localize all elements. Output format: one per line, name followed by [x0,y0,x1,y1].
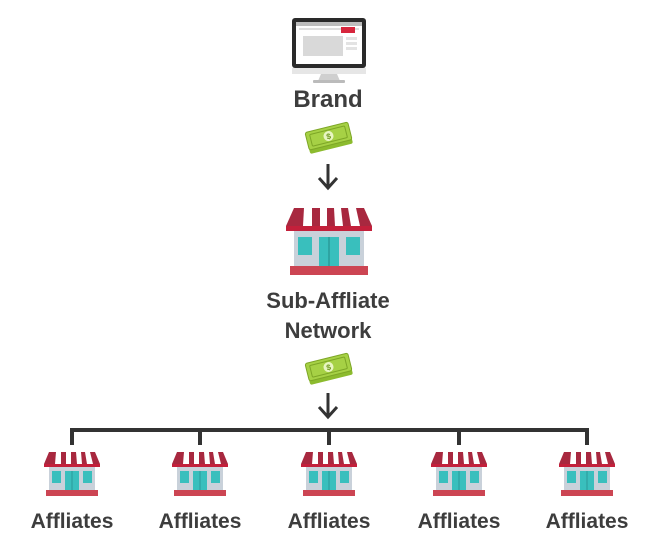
svg-text:$: $ [325,363,332,373]
money-bills-icon: $ [304,121,353,154]
down-arrow-icon [317,393,339,420]
network-label: Sub-Affliate Network [218,286,438,346]
computer-monitor-icon [292,18,366,83]
svg-text:$: $ [325,132,332,142]
network-label-line1: Sub-Affliate [266,288,390,313]
storefront-icon [172,452,228,496]
affiliate-label: Affliates [30,510,114,533]
affiliate-label: Affliates [287,510,371,533]
affiliate-label: Affliates [158,510,242,533]
storefront-icon [559,452,615,496]
brand-label: Brand [293,86,363,113]
money-bills-icon: $ [304,352,353,385]
storefront-icon [301,452,357,496]
storefront-icon [286,208,372,275]
down-arrow-icon [317,164,339,191]
affiliate-label: Affliates [417,510,501,533]
network-label-line2: Network [284,318,372,343]
storefront-icon [431,452,487,496]
affiliate-label: Affliates [545,510,629,533]
storefront-icon [44,452,100,496]
